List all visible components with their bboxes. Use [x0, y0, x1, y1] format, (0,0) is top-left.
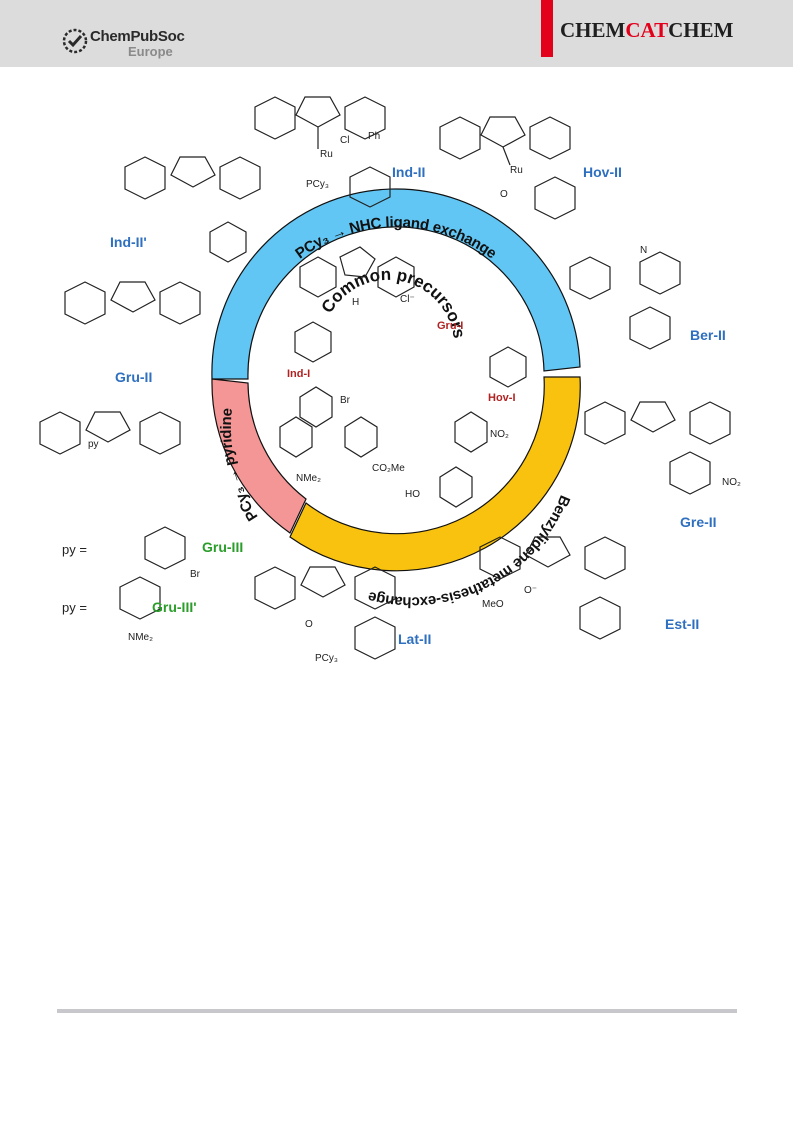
- chem-label-meo: MeO: [482, 599, 504, 610]
- label-est-ii: Est-II: [665, 616, 699, 632]
- journal-title-part3: CHEM: [668, 18, 734, 42]
- label-ber-ii: Ber-II: [690, 327, 726, 343]
- chem-label-py-eq-2: py =: [62, 600, 87, 615]
- page-header: ChemPubSoc Europe CHEMCATCHEM: [0, 0, 793, 67]
- chem-label-n-ber: N: [640, 245, 647, 256]
- chem-label-ru-hov: Ru: [510, 165, 523, 176]
- chem-label-ho: HO: [405, 489, 420, 500]
- ring-segment-benzylidene: [289, 376, 581, 572]
- structure-sketches: [39, 96, 731, 660]
- label-ind-i: Ind-I: [287, 368, 310, 380]
- label-gru-ii: Gru-II: [115, 369, 152, 385]
- chem-label-ru: Ru: [320, 149, 333, 160]
- chem-label-cl-minus: Cl⁻: [400, 294, 415, 305]
- journal-title: CHEMCATCHEM: [560, 18, 733, 43]
- label-hov-ii: Hov-II: [583, 164, 622, 180]
- chem-label-py: py: [88, 439, 99, 450]
- chem-label-ph: Ph: [368, 131, 380, 142]
- chem-label-h: H: [352, 297, 359, 308]
- journal-title-part1: CHEM: [560, 18, 626, 42]
- chem-label-no2-inner: NO₂: [490, 429, 509, 440]
- chem-label-o-minus: O⁻: [524, 585, 537, 596]
- chem-label-o-lat: O: [305, 619, 313, 630]
- chem-label-co2me: CO₂Me: [372, 463, 405, 474]
- star-badge-icon: [62, 28, 88, 54]
- chem-label-nme2-inner: NMe₂: [296, 473, 321, 484]
- chem-label-pcy3: PCy₃: [306, 179, 329, 190]
- label-hov-i: Hov-I: [488, 392, 516, 404]
- label-gru-iii: Gru-III: [202, 539, 243, 555]
- chem-label-br: Br: [190, 569, 201, 580]
- footer-divider: [57, 1009, 737, 1013]
- brand-red-bar: [541, 0, 553, 57]
- label-ind-ii-prime: Ind-II': [110, 234, 147, 250]
- chem-label-nme2: NMe₂: [128, 632, 153, 643]
- chem-label-py-eq: py =: [62, 542, 87, 557]
- label-gru-iii-prime: Gru-III': [152, 599, 197, 615]
- chem-label-pcy3-lat: PCy₃: [315, 653, 338, 664]
- chem-label-br-inner: Br: [340, 395, 351, 406]
- ring-segment-nhc: [211, 188, 581, 380]
- logo-title: ChemPubSoc: [90, 28, 185, 45]
- logo-subtitle: Europe: [128, 44, 173, 59]
- label-ind-ii: Ind-II: [392, 164, 425, 180]
- chem-label-o-hov: O: [500, 189, 508, 200]
- chem-label-no2: NO₂: [722, 477, 741, 488]
- catalyst-diagram: PCy₃ → NHC ligand exchange PCy₃ → pyridi…: [39, 96, 741, 664]
- chempubsoc-logo: ChemPubSoc Europe: [62, 26, 192, 60]
- label-lat-ii: Lat-II: [398, 631, 431, 647]
- label-gre-ii: Gre-II: [680, 514, 717, 530]
- ring-segment-pyridine: [211, 378, 307, 534]
- journal-title-part2: CAT: [625, 18, 669, 42]
- chem-label-cl: Cl: [340, 135, 349, 146]
- label-gru-i: Gru-I: [437, 320, 463, 332]
